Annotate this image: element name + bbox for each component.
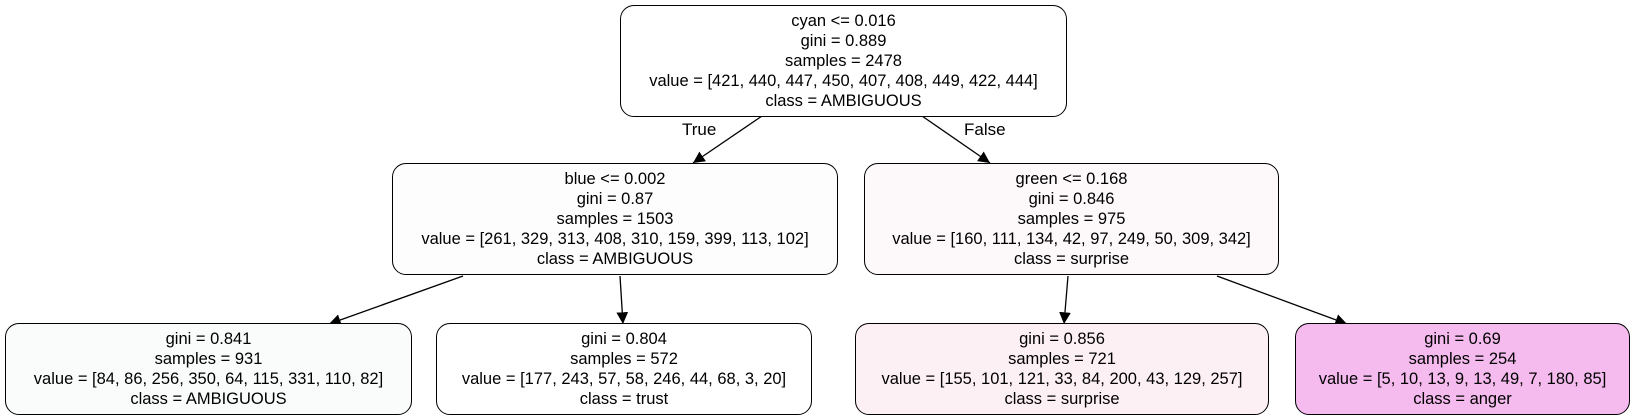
tree-node-green-split: green <= 0.168 gini = 0.846 samples = 97… [864, 163, 1279, 275]
node-samples: samples = 572 [570, 350, 678, 368]
edge-green-to-leaf-0856 [1059, 275, 1071, 325]
edge-blue-to-leaf-0841 [328, 275, 464, 326]
node-gini: gini = 0.804 [581, 330, 667, 348]
node-class: class = anger [1413, 390, 1512, 408]
edge-blue-to-leaf-0804 [616, 275, 629, 325]
node-samples: samples = 254 [1408, 350, 1517, 368]
node-gini: gini = 0.889 [800, 32, 887, 50]
tree-leaf-ambiguous: gini = 0.841 samples = 931 value = [84, … [5, 323, 412, 415]
edge-root-to-blue [692, 115, 763, 164]
tree-leaf-surprise: gini = 0.856 samples = 721 value = [155,… [855, 323, 1269, 415]
node-gini: gini = 0.841 [165, 330, 252, 348]
node-value: value = [5, 10, 13, 9, 13, 49, 7, 180, 8… [1318, 370, 1607, 388]
node-value: value = [155, 101, 121, 33, 84, 200, 43,… [881, 370, 1243, 388]
node-value: value = [84, 86, 256, 350, 64, 115, 331,… [33, 370, 384, 388]
edge-label-true: True [682, 120, 717, 139]
node-gini: gini = 0.69 [1424, 330, 1501, 348]
node-class: class = AMBIGUOUS [765, 92, 922, 110]
node-class: class = surprise [1004, 390, 1120, 408]
node-samples: samples = 2478 [785, 52, 902, 70]
node-split-condition: cyan <= 0.016 [791, 12, 896, 30]
node-split-condition: blue <= 0.002 [564, 170, 666, 188]
node-gini: gini = 0.87 [576, 190, 654, 208]
node-value: value = [261, 329, 313, 408, 310, 159, 3… [421, 230, 809, 248]
node-class: class = trust [579, 390, 669, 408]
tree-node-blue-split: blue <= 0.002 gini = 0.87 samples = 1503… [392, 163, 838, 275]
node-class: class = AMBIGUOUS [536, 250, 694, 268]
node-split-condition: green <= 0.168 [1015, 170, 1128, 188]
node-class: class = AMBIGUOUS [130, 390, 287, 408]
node-samples: samples = 975 [1017, 210, 1126, 228]
node-gini: gini = 0.846 [1028, 190, 1115, 208]
node-samples: samples = 931 [154, 350, 263, 368]
node-class: class = surprise [1013, 250, 1130, 268]
node-value: value = [421, 440, 447, 450, 407, 408, 4… [649, 72, 1038, 90]
edge-root-to-green [921, 115, 991, 164]
edge-label-false: False [964, 120, 1006, 139]
tree-leaf-trust: gini = 0.804 samples = 572 value = [177,… [436, 323, 812, 415]
tree-node-root: cyan <= 0.016 gini = 0.889 samples = 247… [620, 5, 1067, 117]
node-value: value = [177, 243, 57, 58, 246, 44, 68, … [461, 370, 787, 388]
node-value: value = [160, 111, 134, 42, 97, 249, 50,… [892, 230, 1251, 248]
node-samples: samples = 721 [1008, 350, 1116, 368]
node-gini: gini = 0.856 [1019, 330, 1105, 348]
tree-leaf-anger: gini = 0.69 samples = 254 value = [5, 10… [1295, 323, 1630, 415]
node-samples: samples = 1503 [556, 210, 674, 228]
edge-green-to-leaf-069 [1216, 275, 1348, 326]
